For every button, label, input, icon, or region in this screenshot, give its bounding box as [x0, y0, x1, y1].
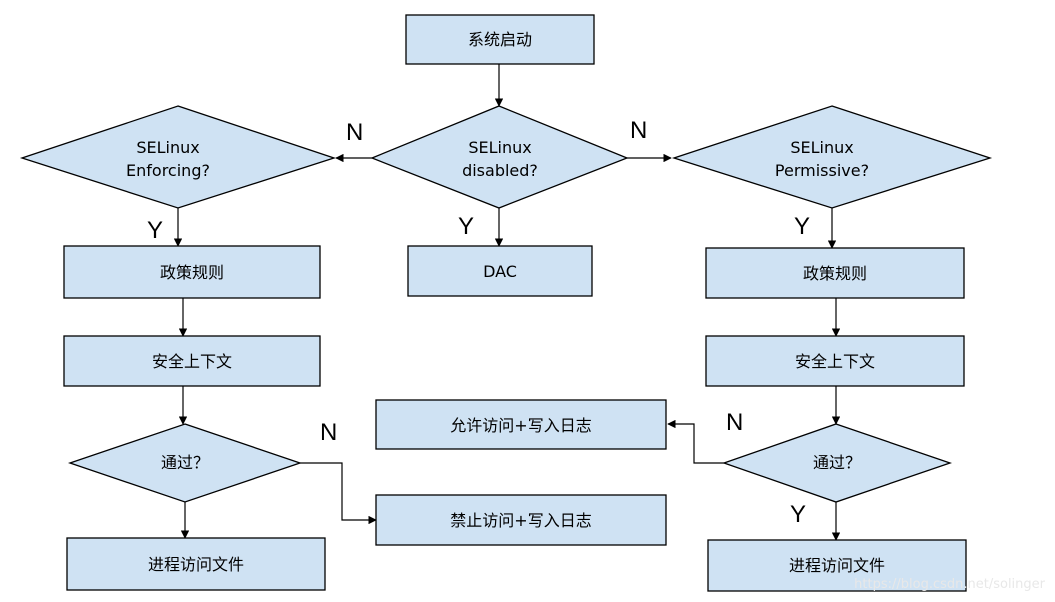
allow-log-node [375, 399, 667, 450]
policy-label-right: 政策规则 [803, 264, 867, 283]
selinux-disabled-diamond [370, 105, 629, 209]
process-node-left [66, 537, 326, 591]
edge-label-disabled-no-right: N [630, 117, 647, 144]
pass-label-left: 通过？ [161, 453, 209, 472]
start-node [405, 14, 595, 65]
edge-pass-right-to-allow [667, 419, 724, 464]
allow-log-label: 允许访问+写入日志 [450, 416, 591, 435]
context-node-left [63, 335, 321, 387]
edge-labels: N N Y Y Y N N Y [147, 117, 810, 528]
edge-label-disabled-no-left: N [346, 119, 363, 146]
selinux-enforcing-label-line2: Enforcing? [126, 161, 210, 180]
pass-diamond-right [722, 423, 953, 503]
edge-pass-left-to-deny [300, 462, 377, 525]
policy-node-right [705, 247, 965, 299]
edge-label-disabled-yes: Y [458, 213, 474, 240]
edges [173, 64, 841, 541]
context-node-right [705, 335, 965, 387]
selinux-permissive-label-line2: Permissive? [775, 161, 869, 180]
edge-label-pass-right-yes: Y [790, 501, 806, 528]
deny-log-label: 禁止访问+写入日志 [450, 511, 591, 530]
selinux-enforcing-label-line1: SELinux [136, 138, 199, 157]
process-node-right [707, 539, 967, 592]
dac-node [407, 245, 593, 297]
edge-label-enforcing-yes: Y [147, 217, 163, 244]
decision-nodes [19, 105, 993, 503]
process-label-left: 进程访问文件 [148, 555, 244, 574]
edge-label-pass-left-no: N [320, 419, 337, 446]
policy-label-left: 政策规则 [160, 263, 224, 282]
selinux-disabled-label-line1: SELinux [468, 138, 531, 157]
edge-label-permissive-yes: Y [794, 213, 810, 240]
context-label-left: 安全上下文 [152, 352, 232, 371]
process-label-right: 进程访问文件 [789, 556, 885, 575]
selinux-enforcing-diamond [19, 105, 337, 209]
dac-label: DAC [483, 262, 517, 281]
node-labels: 系统启动 SELinux disabled? SELinux Enforcing… [126, 30, 885, 575]
watermark: https://blog.csdn.net/solinger [854, 577, 1045, 592]
policy-node-left [63, 245, 321, 299]
deny-log-node [375, 494, 667, 546]
pass-diamond-left [67, 423, 303, 503]
start-label: 系统启动 [468, 30, 532, 49]
edge-label-pass-right-no: N [726, 409, 743, 436]
context-label-right: 安全上下文 [795, 352, 875, 371]
selinux-permissive-label-line1: SELinux [790, 138, 853, 157]
process-nodes [63, 14, 967, 592]
selinux-disabled-label-line2: disabled? [462, 161, 538, 180]
pass-label-right: 通过？ [813, 453, 861, 472]
selinux-permissive-diamond [671, 105, 993, 209]
